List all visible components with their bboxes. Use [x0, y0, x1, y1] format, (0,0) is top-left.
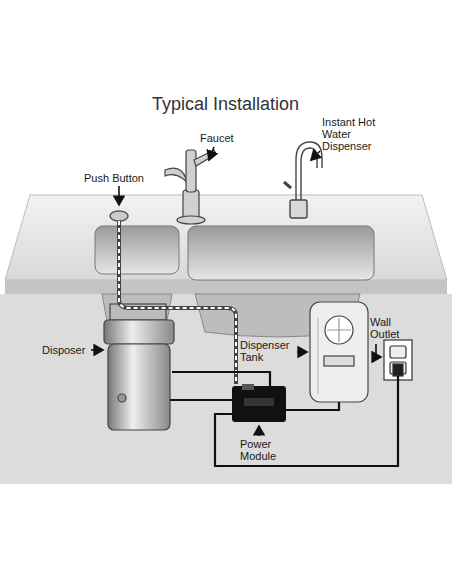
right-basin	[188, 226, 374, 280]
part-label: Dispenser Tank	[240, 339, 296, 363]
power-module	[232, 384, 286, 422]
part-label: Disposer	[42, 344, 102, 356]
title: Typical Installation	[152, 94, 299, 115]
dispenser-tank	[310, 302, 368, 402]
cabinet-interior	[0, 294, 452, 484]
wall-outlet	[384, 340, 412, 380]
part-label: Wall Outlet	[370, 316, 414, 340]
faucet	[165, 150, 216, 224]
countertop	[5, 195, 447, 280]
hot-water-dispenser	[284, 142, 322, 218]
power-cords	[170, 372, 398, 466]
air-tube-dash	[119, 221, 236, 384]
part-label: Instant Hot Water Dispenser	[322, 116, 388, 152]
part-label: Faucet	[200, 132, 260, 144]
leader-arrows	[91, 147, 381, 436]
left-basin	[95, 226, 179, 274]
push-button	[110, 211, 128, 221]
part-label: Push Button	[84, 172, 164, 184]
air-tube	[119, 221, 236, 384]
counter-edge	[5, 280, 447, 294]
part-label: Power Module	[240, 438, 290, 462]
disposer	[104, 304, 174, 430]
